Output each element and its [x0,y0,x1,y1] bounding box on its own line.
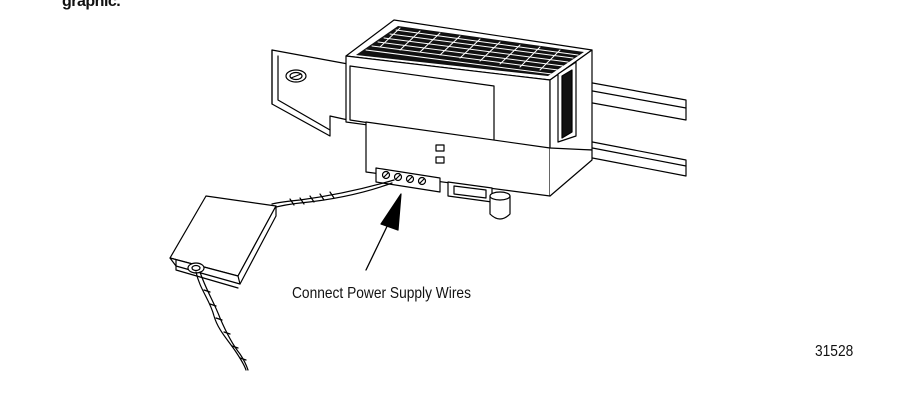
vent-grille [356,26,584,76]
terminal-block [375,167,441,193]
connect-power-supply-label: Connect Power Supply Wires [292,285,471,302]
status-led-2 [435,156,445,164]
output-cable [195,271,249,371]
io-module [345,19,593,220]
figure-number: 31528 [815,343,854,360]
truncated-caption-text: graphic. [62,0,121,10]
knob-icon [489,191,511,220]
rail-screw-icon [285,69,307,83]
callout-arrow [365,193,402,271]
power-supply-unit [169,195,277,289]
din-rail [271,49,687,177]
status-led-1 [435,144,445,152]
power-wires [271,179,395,209]
